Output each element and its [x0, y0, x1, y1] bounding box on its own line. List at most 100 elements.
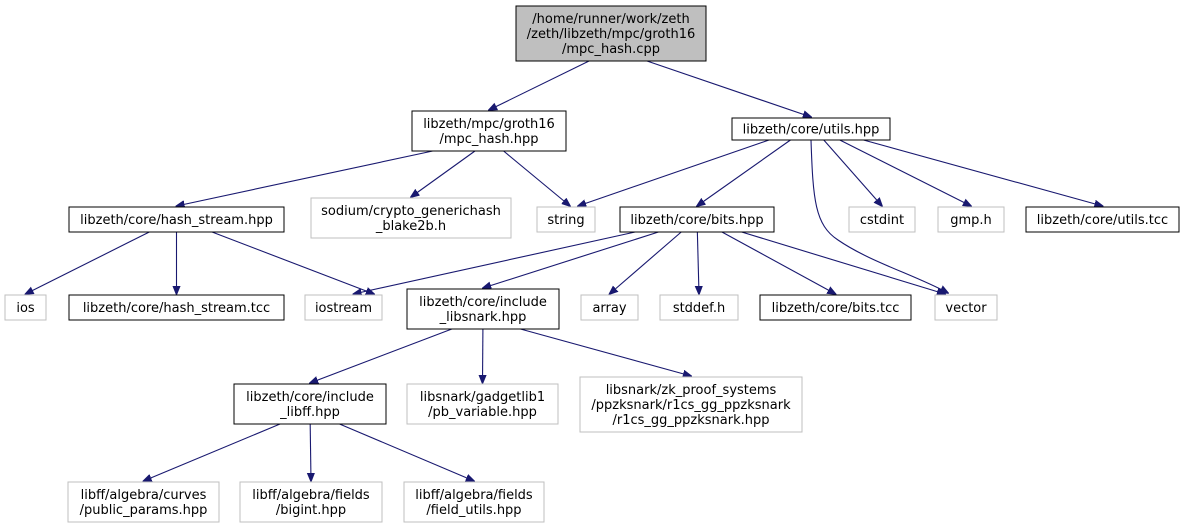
node-label-line: /mpc_hash.cpp	[562, 42, 660, 57]
node-mpc_hash_hpp[interactable]: libzeth/mpc/groth16/mpc_hash.hpp	[411, 110, 567, 152]
edge-include_libff-to-bigint	[310, 423, 311, 481]
node-label-line: libzeth/core/utils.tcc	[1037, 213, 1168, 228]
node-label-line: _libff.hpp	[279, 405, 340, 420]
node-string: string	[536, 206, 596, 233]
node-box	[403, 481, 545, 523]
node-label-line: libff/algebra/curves	[81, 488, 207, 503]
node-label-line: libff/algebra/fields	[415, 488, 533, 503]
node-root[interactable]: /home/runner/work/zeth/zeth/libzeth/mpc/…	[515, 5, 707, 62]
edge-mpc_hash_hpp-to-hash_stream_hpp	[177, 150, 433, 206]
node-iostream: iostream	[304, 294, 383, 321]
node-box	[406, 288, 560, 330]
node-field_utils: libff/algebra/fields/field_utils.hpp	[403, 481, 545, 523]
node-label-line: _libsnark.hpp	[439, 310, 527, 325]
edge-bits_hpp-to-iostream	[354, 231, 636, 294]
node-stddef_h: stddef.h	[659, 294, 739, 321]
node-label-line: /home/runner/work/zeth	[532, 12, 689, 27]
node-cstdint: cstdint	[848, 206, 916, 233]
node-label-line: /mpc_hash.hpp	[439, 132, 538, 147]
node-box	[515, 5, 707, 62]
node-label-line: sodium/crypto_generichash	[321, 204, 501, 219]
node-label-line: libzeth/core/include	[419, 295, 547, 310]
node-include_libsnark[interactable]: libzeth/core/include_libsnark.hpp	[406, 288, 560, 330]
edge-utils_hpp-to-bits_hpp	[697, 139, 791, 206]
node-label-line: libzeth/mpc/groth16	[423, 117, 555, 132]
node-public_params: libff/algebra/curves/public_params.hpp	[67, 481, 220, 523]
edge-include_libsnark-to-r1cs_gg_ppzksnark	[520, 328, 691, 376]
node-r1cs_gg_ppzksnark: libsnark/zk_proof_systems/ppzksnark/r1cs…	[579, 376, 803, 433]
nodes-layer: /home/runner/work/zeth/zeth/libzeth/mpc/…	[4, 5, 1180, 523]
edge-include_libff-to-field_utils	[339, 423, 474, 481]
node-label-line: /bigint.hpp	[276, 503, 346, 518]
node-label-line: /field_utils.hpp	[426, 503, 521, 518]
node-box	[68, 294, 285, 321]
node-label-line: iostream	[315, 301, 372, 316]
node-box	[580, 294, 639, 321]
node-box	[406, 383, 559, 425]
node-pb_variable: libsnark/gadgetlib1/pb_variable.hpp	[406, 383, 559, 425]
node-label-line: libzeth/core/bits.tcc	[772, 301, 900, 316]
node-bits_hpp[interactable]: libzeth/core/bits.hpp	[619, 206, 775, 233]
node-label-line: ios	[16, 301, 35, 316]
node-box	[304, 294, 383, 321]
node-box	[67, 481, 220, 523]
node-utils_tcc[interactable]: libzeth/core/utils.tcc	[1025, 206, 1180, 233]
edges-layer	[26, 60, 1103, 481]
edge-mpc_hash_hpp-to-sodium_blake2b	[411, 150, 476, 197]
node-utils_hpp[interactable]: libzeth/core/utils.hpp	[731, 117, 891, 141]
node-box	[731, 117, 891, 141]
node-label-line: libsnark/gadgetlib1	[420, 390, 545, 405]
node-bits_tcc[interactable]: libzeth/core/bits.tcc	[759, 294, 912, 321]
node-label-line: vector	[945, 301, 987, 316]
node-box	[68, 206, 285, 233]
node-box	[233, 383, 387, 425]
node-box	[1025, 206, 1180, 233]
node-box	[759, 294, 912, 321]
edge-utils_hpp-to-utils_tcc	[863, 139, 1102, 206]
node-hash_stream_tcc[interactable]: libzeth/core/hash_stream.tcc	[68, 294, 285, 321]
node-box	[934, 294, 998, 321]
edge-root-to-utils_hpp	[646, 60, 811, 117]
edge-bits_hpp-to-include_libsnark	[483, 231, 659, 288]
node-label-line: /ppzksnark/r1cs_gg_ppzksnark	[591, 398, 791, 413]
node-label-line: cstdint	[860, 213, 904, 228]
node-box	[536, 206, 596, 233]
node-label-line: libff/algebra/fields	[252, 488, 370, 503]
edge-root-to-mpc_hash_hpp	[489, 60, 590, 110]
node-label-line: _blake2b.h	[375, 219, 446, 234]
node-label-line: /zeth/libzeth/mpc/groth16	[527, 27, 696, 42]
node-label-line: libsnark/zk_proof_systems	[606, 383, 777, 398]
node-ios: ios	[4, 294, 47, 321]
node-label-line: libzeth/core/hash_stream.hpp	[80, 213, 273, 228]
node-array: array	[580, 294, 639, 321]
node-label-line: libzeth/core/utils.hpp	[743, 123, 880, 138]
edge-bits_hpp-to-vector	[741, 231, 945, 294]
edge-include_libff-to-public_params	[144, 423, 281, 481]
node-box	[411, 110, 567, 152]
node-hash_stream_hpp[interactable]: libzeth/core/hash_stream.hpp	[68, 206, 285, 233]
edge-utils_hpp-to-string	[578, 139, 770, 206]
node-label-line: stddef.h	[673, 301, 725, 316]
node-label-line: gmp.h	[950, 213, 992, 228]
edge-include_libsnark-to-include_libff	[310, 328, 453, 383]
node-vector: vector	[934, 294, 998, 321]
edge-hash_stream_hpp-to-ios	[26, 231, 150, 294]
node-box	[239, 481, 383, 523]
node-label-line: libzeth/core/include	[246, 390, 374, 405]
edge-utils_hpp-to-cstdint	[823, 139, 882, 206]
node-label-line: string	[547, 213, 584, 228]
node-label-line: /public_params.hpp	[80, 503, 208, 518]
node-box	[937, 206, 1005, 233]
edge-mpc_hash_hpp-to-string	[503, 150, 570, 206]
node-box	[619, 206, 775, 233]
edge-utils_hpp-to-vector	[810, 139, 948, 293]
node-box	[659, 294, 739, 321]
edge-bits_hpp-to-array	[610, 231, 682, 294]
node-include_libff[interactable]: libzeth/core/include_libff.hpp	[233, 383, 387, 425]
edge-bits_hpp-to-stddef_h	[697, 231, 699, 294]
node-label-line: libzeth/core/bits.hpp	[630, 213, 763, 228]
node-label-line: /r1cs_gg_ppzksnark.hpp	[612, 413, 769, 428]
node-label-line: libzeth/core/hash_stream.tcc	[83, 301, 270, 316]
node-box	[579, 376, 803, 433]
